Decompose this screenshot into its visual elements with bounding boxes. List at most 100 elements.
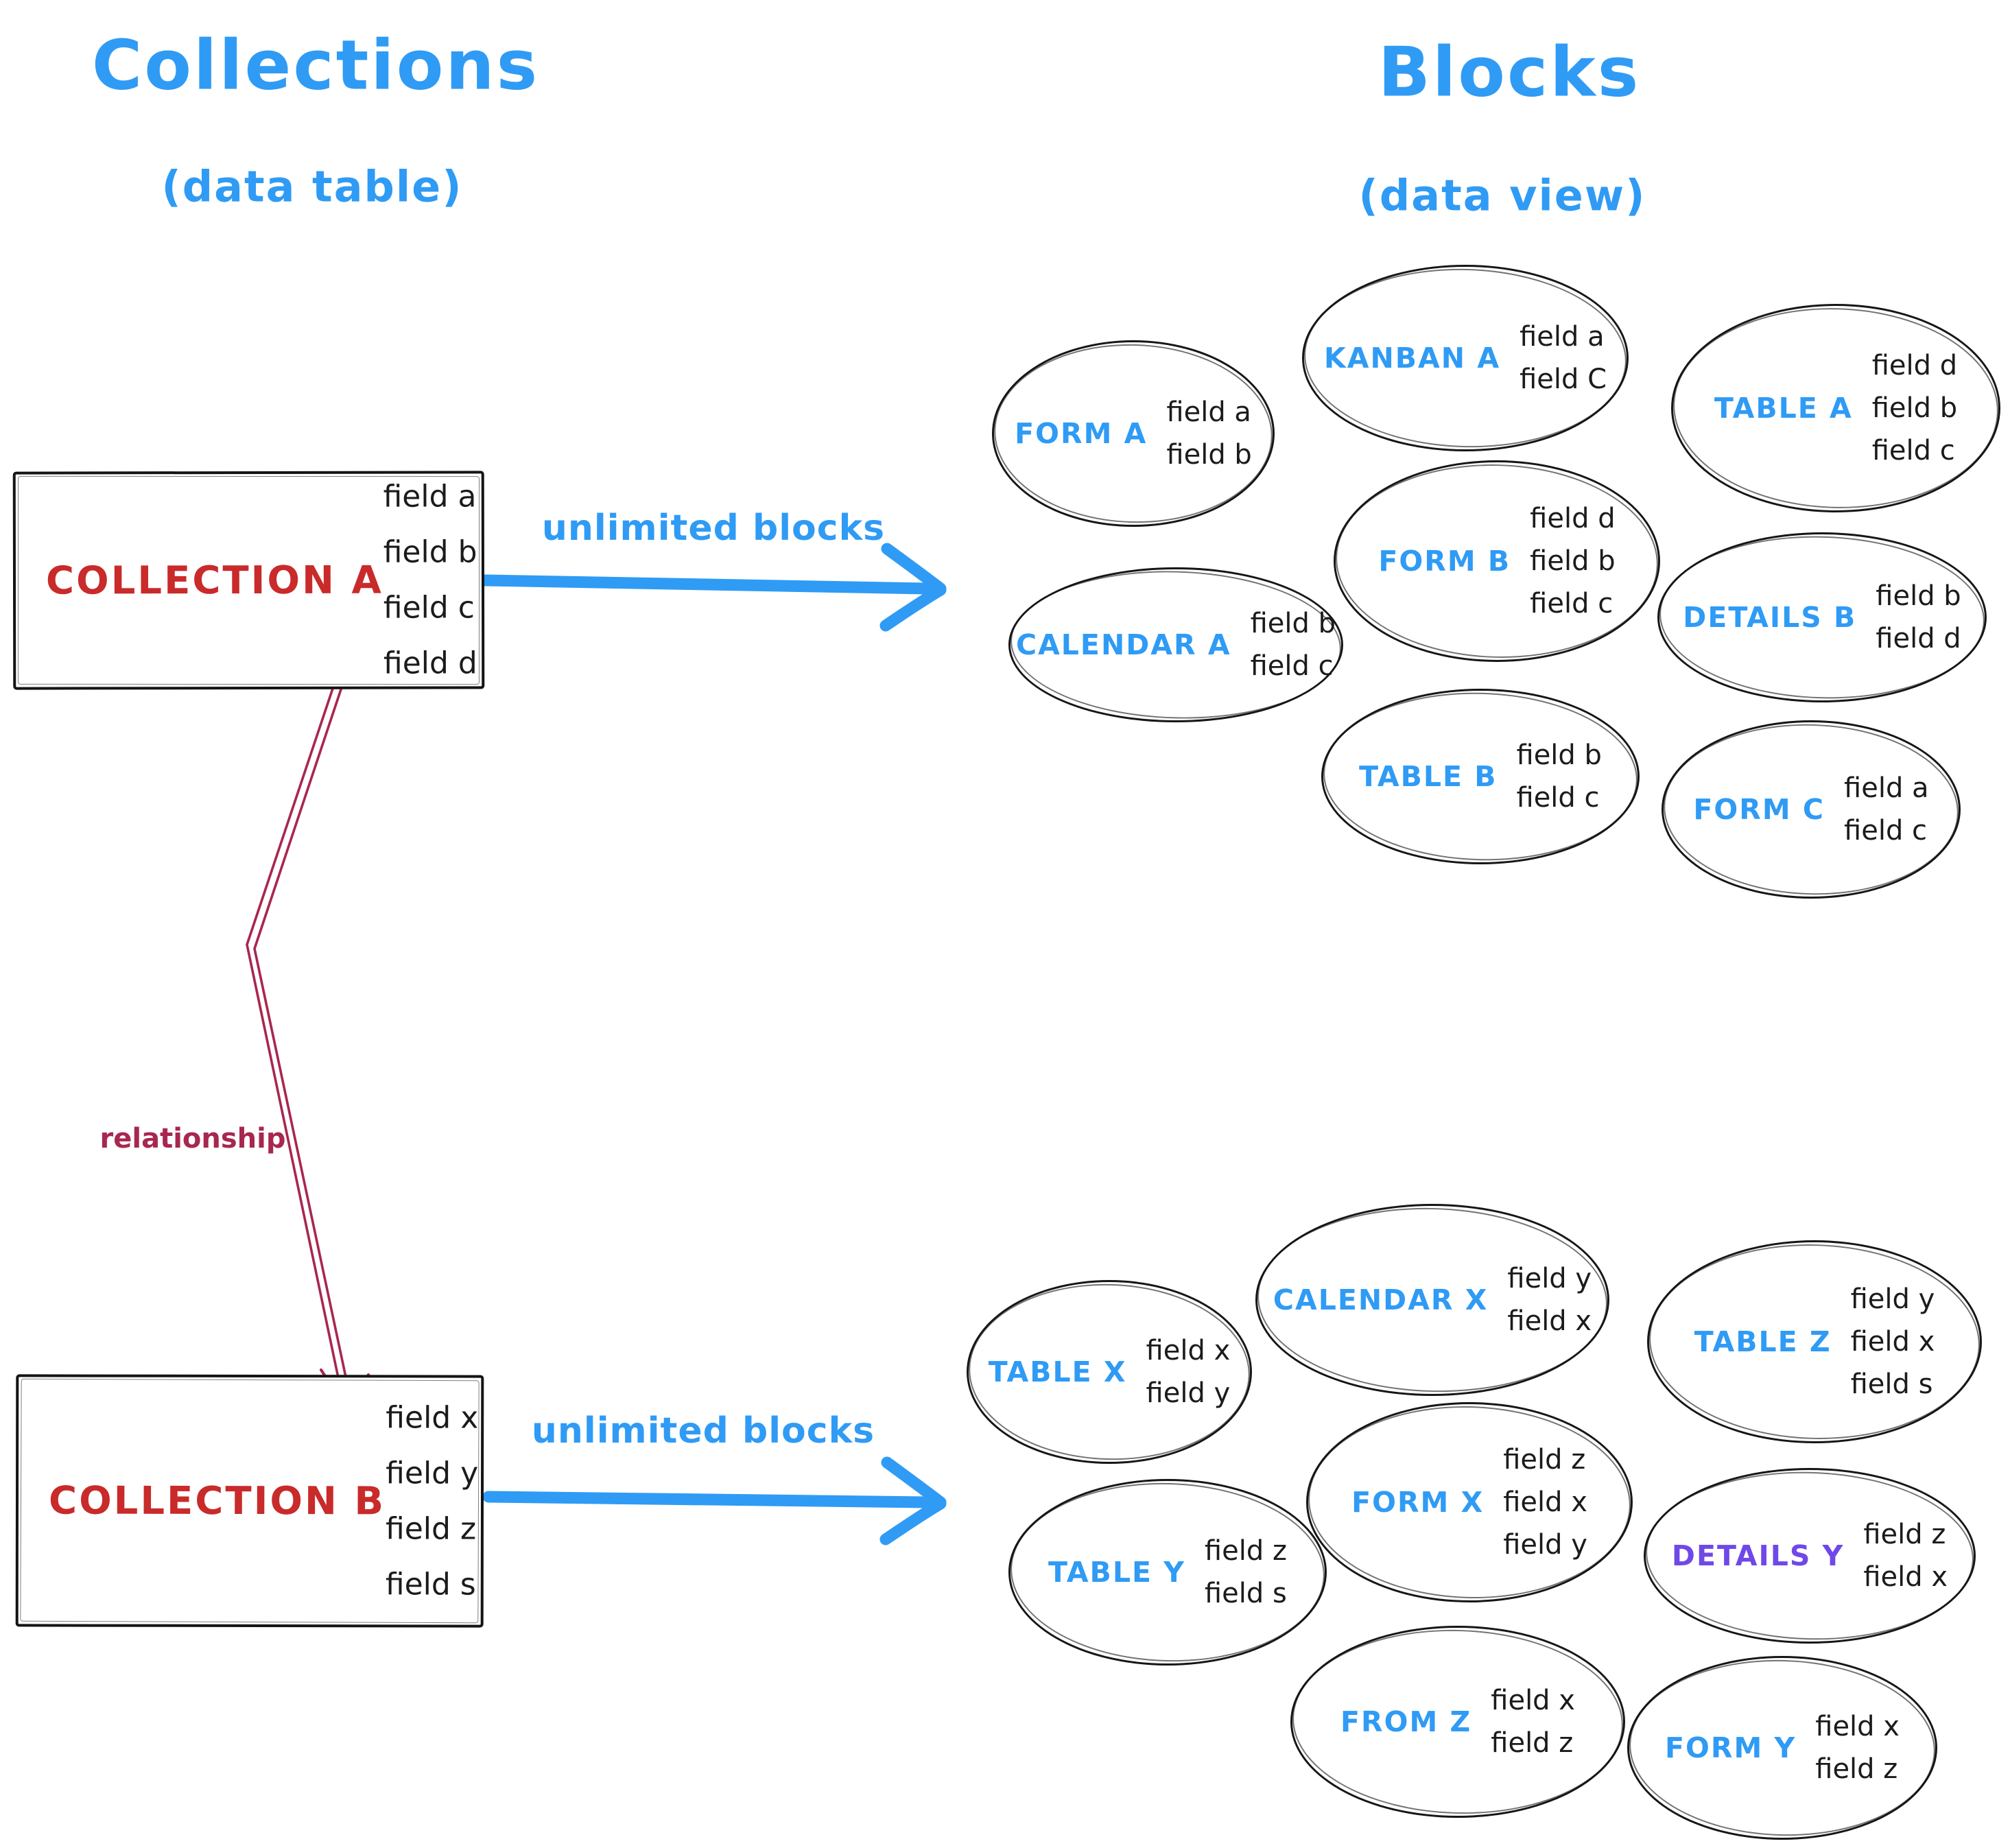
- block-ellipse-table-y: TABLE Y field z field s: [1008, 1479, 1327, 1666]
- block-label: TABLE Y: [1048, 1556, 1185, 1589]
- block-fields: field b field c: [1517, 739, 1602, 814]
- collection-field: field d: [383, 645, 477, 681]
- block-label: FORM C: [1693, 793, 1825, 826]
- block-field: field s: [1204, 1578, 1287, 1609]
- collections-subheader: (data table): [161, 161, 463, 212]
- block-field: field s: [1850, 1369, 1933, 1400]
- collection-field: field c: [383, 590, 475, 626]
- block-field: field d: [1530, 503, 1616, 534]
- block-field: field x: [1146, 1335, 1231, 1366]
- block-field: field c: [1530, 588, 1613, 619]
- block-ellipse-from-z: FROM Z field x field z: [1290, 1626, 1625, 1818]
- block-field: field z: [1491, 1727, 1574, 1759]
- block-ellipse-table-x: TABLE X field x field y: [967, 1280, 1252, 1464]
- block-ellipse-form-y: FORM Y field x field z: [1627, 1656, 1937, 1840]
- unlimited-blocks-arrow-b: [482, 1491, 934, 1508]
- block-field: field z: [1503, 1444, 1586, 1476]
- block-field: field x: [1863, 1561, 1948, 1593]
- relationship-label: relationship: [99, 1123, 286, 1154]
- block-field: field b: [1530, 545, 1616, 577]
- block-label: TABLE Z: [1694, 1325, 1832, 1358]
- block-fields: field z field x: [1863, 1519, 1948, 1593]
- block-fields: field a field c: [1844, 772, 1929, 846]
- collection-field: field y: [386, 1456, 479, 1491]
- block-ellipse-form-x: FORM X field z field x field y: [1306, 1402, 1633, 1602]
- block-field: field x: [1503, 1486, 1587, 1518]
- block-label: DETAILS B: [1683, 601, 1857, 634]
- block-fields: field d field b field c: [1872, 350, 1957, 466]
- block-field: field a: [1844, 772, 1929, 804]
- block-label: KANBAN A: [1323, 342, 1501, 375]
- collections-header: Collections: [91, 25, 540, 106]
- block-fields: field x field z: [1815, 1711, 1900, 1785]
- relationship-arrow-line-2: [253, 661, 352, 1401]
- block-label: FORM A: [1015, 417, 1148, 450]
- block-label: FORM Y: [1665, 1731, 1797, 1764]
- block-fields: field z field s: [1205, 1535, 1287, 1609]
- block-field: field b: [1166, 439, 1252, 471]
- block-field: field b: [1516, 739, 1602, 771]
- block-field: field z: [1204, 1535, 1287, 1567]
- blocks-header: Blocks: [1378, 32, 1641, 112]
- block-field: field y: [1507, 1263, 1592, 1294]
- unlimited-blocks-arrow-a-head: [879, 543, 947, 632]
- block-fields: field x field z: [1491, 1685, 1575, 1759]
- unlimited-blocks-arrow-a: [479, 574, 934, 595]
- block-field: field z: [1815, 1753, 1898, 1785]
- collection-field: field x: [386, 1400, 479, 1436]
- block-label: FROM Z: [1340, 1705, 1472, 1738]
- block-ellipse-details-y: DETAILS Y field z field x: [1644, 1468, 1976, 1644]
- block-ellipse-calendar-a: CALENDAR A field b field c: [1008, 567, 1343, 722]
- block-label: DETAILS Y: [1671, 1539, 1845, 1572]
- block-field: field c: [1871, 435, 1955, 466]
- block-fields: field x field y: [1146, 1335, 1231, 1409]
- collection-b-name: COLLECTION B: [48, 1478, 386, 1524]
- block-field: field b: [1876, 580, 1961, 612]
- block-field: field d: [1871, 350, 1958, 381]
- block-field: field c: [1844, 815, 1928, 846]
- block-fields: field d field b field c: [1530, 503, 1615, 619]
- block-fields: field b field d: [1876, 580, 1961, 654]
- block-ellipse-table-a: TABLE A field d field b field c: [1671, 304, 2000, 512]
- block-field: field C: [1520, 364, 1607, 395]
- block-field: field z: [1863, 1519, 1946, 1550]
- block-label: TABLE X: [988, 1355, 1127, 1388]
- block-field: field d: [1876, 623, 1961, 654]
- block-field: field b: [1871, 392, 1958, 424]
- block-field: field y: [1503, 1529, 1587, 1561]
- block-field: field c: [1250, 650, 1334, 682]
- block-ellipse-form-c: FORM C field a field c: [1662, 720, 1961, 899]
- unlimited-blocks-label-b: unlimited blocks: [531, 1410, 875, 1452]
- block-field: field x: [1815, 1711, 1900, 1742]
- collection-a-name: COLLECTION A: [45, 558, 383, 604]
- collection-field: field s: [385, 1567, 476, 1602]
- block-field: field y: [1850, 1283, 1935, 1315]
- block-fields: field b field c: [1251, 608, 1336, 682]
- block-field: field b: [1250, 608, 1336, 639]
- block-label: CALENDAR A: [1015, 628, 1231, 661]
- collection-b-fields: field x field y field z field s: [386, 1400, 478, 1602]
- block-label: FORM X: [1351, 1486, 1485, 1519]
- block-field: field x: [1491, 1685, 1575, 1716]
- block-field: field y: [1146, 1377, 1231, 1409]
- block-label: TABLE B: [1359, 760, 1498, 793]
- block-field: field c: [1516, 782, 1600, 814]
- collection-field: field a: [383, 479, 477, 514]
- block-label: TABLE A: [1714, 392, 1853, 425]
- block-ellipse-table-b: TABLE B field b field c: [1321, 689, 1640, 864]
- unlimited-blocks-label-a: unlimited blocks: [541, 508, 886, 549]
- collection-field: field z: [385, 1511, 477, 1547]
- block-fields: field z field x field y: [1503, 1444, 1587, 1561]
- collection-field: field b: [383, 534, 477, 570]
- collection-a-fields: field a field b field c field d: [383, 479, 477, 680]
